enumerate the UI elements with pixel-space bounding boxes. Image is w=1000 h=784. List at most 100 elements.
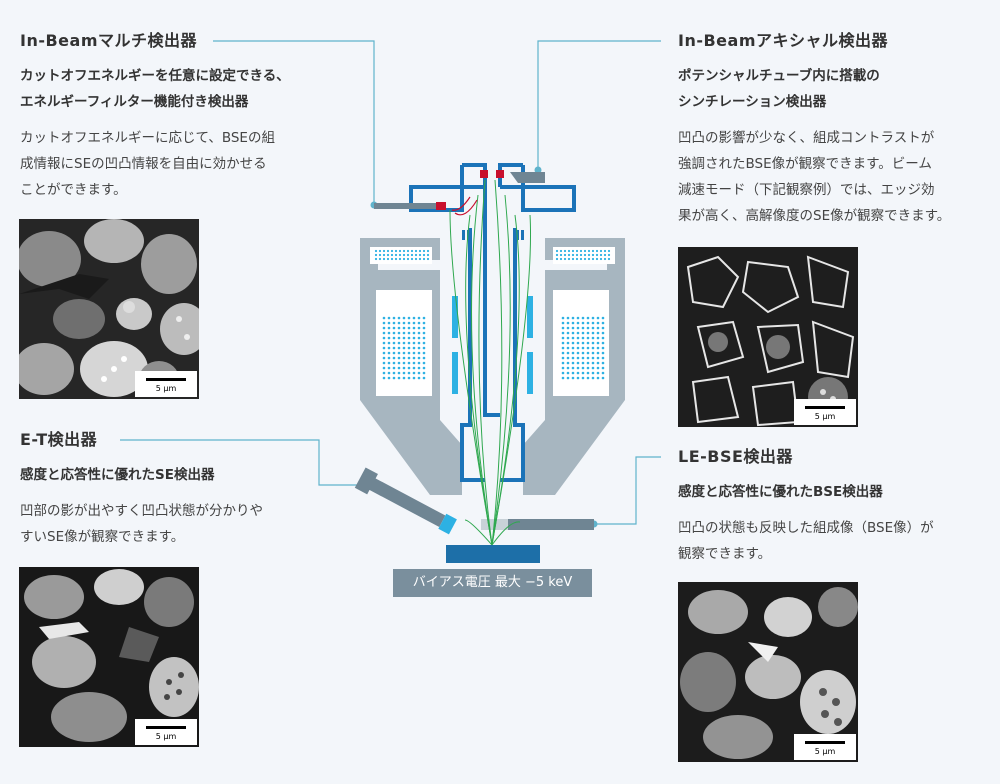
coil-dot [417, 336, 421, 340]
coil-dot [571, 366, 575, 370]
coil-dot [382, 326, 386, 330]
coil-dot [407, 331, 411, 335]
coil-dot [392, 331, 396, 335]
coil-dot [422, 366, 426, 370]
coil-dot [374, 249, 378, 253]
axial-detector-arm [510, 172, 545, 183]
coil-dot [412, 331, 416, 335]
coil-dot [392, 366, 396, 370]
coil-dot [586, 341, 590, 345]
coil-dot [392, 356, 396, 360]
coil-dot [587, 253, 591, 257]
coil-dot [561, 326, 565, 330]
coil-dot [418, 257, 422, 261]
coil-dot [382, 351, 386, 355]
coil-dot [422, 346, 426, 350]
coil-dot [571, 257, 575, 261]
coil-dot [397, 366, 401, 370]
axial-scale-bar: 5 μm [794, 399, 856, 425]
coil-dot [586, 331, 590, 335]
coil-dot [563, 257, 567, 261]
coil-dot [392, 351, 396, 355]
coil-dot [382, 366, 386, 370]
coil-dot [575, 249, 579, 253]
coil-dot [387, 351, 391, 355]
coil-dot [566, 341, 570, 345]
multi-detector-section: In-Beamマルチ検出器 カットオフエネルギーを任意に設定できる、 エネルギー… [20, 31, 320, 203]
coil-dot [422, 326, 426, 330]
coil-dot [407, 376, 411, 380]
coil-dot [561, 346, 565, 350]
coil-dot [596, 331, 600, 335]
coil-dot [412, 376, 416, 380]
coil-dot [382, 371, 386, 375]
coil-dot [571, 351, 575, 355]
coil-dot [422, 336, 426, 340]
coil-dot [402, 326, 406, 330]
lebse-detector-body [508, 519, 594, 530]
coil-dot [601, 346, 605, 350]
coil-dot [571, 321, 575, 325]
coil-dot [591, 326, 595, 330]
coil-dot [398, 257, 402, 261]
coil-dot [601, 356, 605, 360]
coil-dot [591, 321, 595, 325]
multi-scale-bar: 5 μm [135, 371, 197, 397]
coil-dot [586, 321, 590, 325]
coil-dot [603, 253, 607, 257]
coil-dot [601, 371, 605, 375]
coil-dot [581, 366, 585, 370]
coil-dot [567, 253, 571, 257]
coil-dot [422, 249, 426, 253]
coil-dot [412, 341, 416, 345]
coil-dot [422, 257, 426, 261]
coil-dot [410, 249, 414, 253]
coil-dot [407, 336, 411, 340]
coil-dot [567, 249, 571, 253]
coil-dot [412, 326, 416, 330]
coil-dot [387, 376, 391, 380]
coil-dot [397, 356, 401, 360]
coil-dot [571, 341, 575, 345]
coil-dot [596, 326, 600, 330]
coil-dot [387, 356, 391, 360]
coil-dot [402, 366, 406, 370]
coil-dot [591, 371, 595, 375]
coil-dot [561, 351, 565, 355]
coil-dot [402, 371, 406, 375]
coil-dot [407, 361, 411, 365]
coil-dot [581, 376, 585, 380]
coil-dot [422, 316, 426, 320]
coil-dot [571, 346, 575, 350]
coil-dot [595, 253, 599, 257]
coil-dot [561, 356, 565, 360]
coil-dot [555, 253, 559, 257]
coil-dot [387, 366, 391, 370]
coil-dot [382, 331, 386, 335]
coil-dot [566, 361, 570, 365]
coil-dot [596, 336, 600, 340]
coil-dot [576, 346, 580, 350]
coil-dot [402, 356, 406, 360]
coil-dot [412, 371, 416, 375]
coil-dot [398, 249, 402, 253]
coil-dot [563, 253, 567, 257]
lebse-detector-title: LE-BSE検出器 [678, 447, 793, 466]
coil-dot [566, 371, 570, 375]
coil-dot [422, 351, 426, 355]
coil-dot [586, 356, 590, 360]
coil-dot [394, 253, 398, 257]
coil-dot [412, 336, 416, 340]
coil-dot [561, 376, 565, 380]
coil-dot [382, 376, 386, 380]
coil-dot [392, 361, 396, 365]
coil-dot [596, 371, 600, 375]
coil-dot [576, 316, 580, 320]
coil-dot [397, 361, 401, 365]
coil-dot [601, 361, 605, 365]
coil-dot [595, 249, 599, 253]
coil-dot [402, 351, 406, 355]
coil-dot [417, 321, 421, 325]
coil-dot [374, 257, 378, 261]
coil-dot [599, 253, 603, 257]
